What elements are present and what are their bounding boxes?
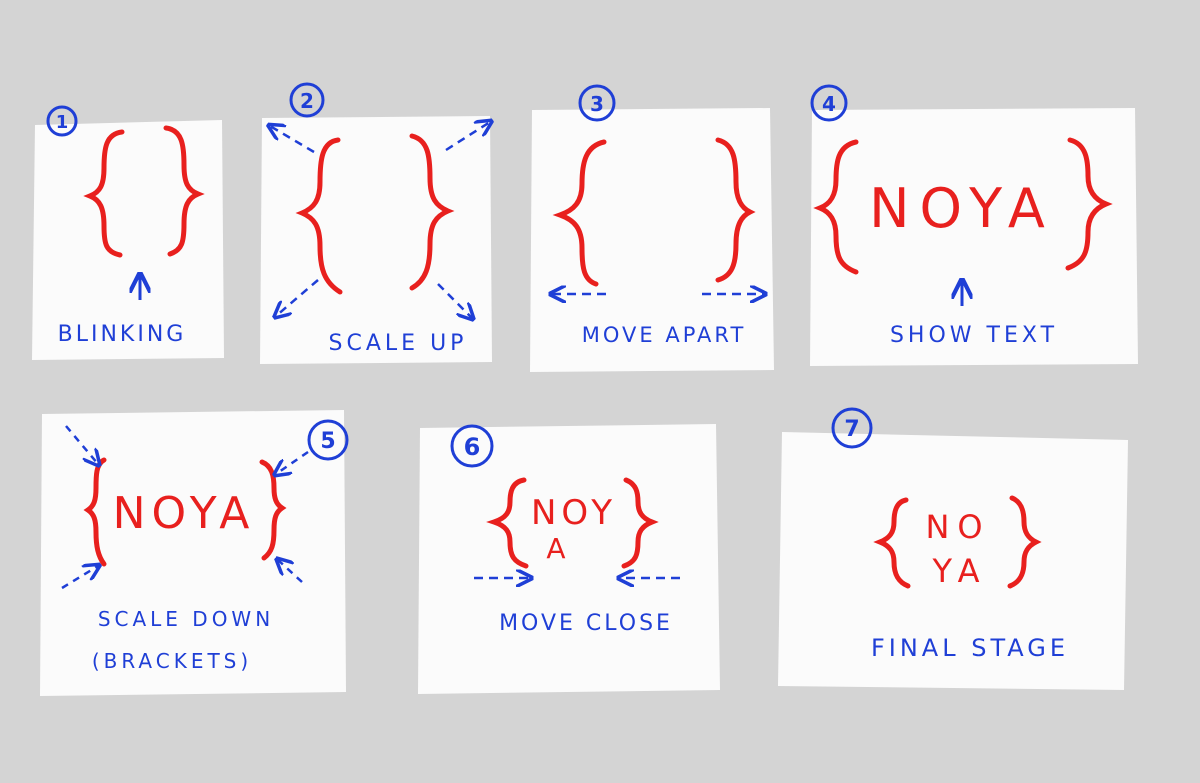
panel-card xyxy=(260,116,492,364)
caption: SHOW TEXT xyxy=(890,323,1058,348)
step-number: 7 xyxy=(844,417,859,442)
arrow-in-top-left xyxy=(65,425,98,464)
panel-1: 1 BLINKING xyxy=(32,105,224,360)
panel-7: 7 NO YA FINAL STAGE xyxy=(778,407,1128,690)
panel-card xyxy=(810,108,1138,366)
noya-text-line-1: NOY xyxy=(531,493,617,533)
right-curly-bracket xyxy=(409,133,455,291)
right-curly-bracket xyxy=(1065,137,1113,271)
arrow-up-right xyxy=(445,122,490,152)
step-number-circle xyxy=(578,84,616,122)
noya-text: NOYA xyxy=(113,488,256,539)
panel-card xyxy=(778,432,1128,690)
panel-card xyxy=(530,108,774,372)
left-curly-bracket xyxy=(552,139,607,287)
arrow-up-left xyxy=(270,126,315,154)
noya-text-line-1: NO xyxy=(925,508,990,546)
step-number-circle xyxy=(831,407,873,449)
caption: MOVE CLOSE xyxy=(499,611,673,636)
left-curly-bracket xyxy=(83,129,125,258)
noya-text-line-2: A xyxy=(546,532,565,565)
caption: BLINKING xyxy=(58,322,187,347)
step-number: 4 xyxy=(822,92,836,116)
panel-card xyxy=(418,424,720,694)
arrow-in-bottom-right xyxy=(278,560,303,583)
right-curly-bracket xyxy=(715,137,756,283)
step-number: 1 xyxy=(56,112,69,133)
step-number: 5 xyxy=(320,429,335,454)
step-number: 6 xyxy=(464,433,481,461)
right-curly-bracket xyxy=(1007,495,1042,589)
right-curly-bracket xyxy=(621,477,659,569)
caption: MOVE APART xyxy=(582,323,747,347)
step-number-circle xyxy=(450,424,494,468)
left-curly-bracket xyxy=(83,457,107,567)
noya-text-line-2: YA xyxy=(932,552,988,590)
arrow-in-top-right xyxy=(276,450,309,474)
step-number-circle xyxy=(289,82,325,118)
caption-line-2: (BRACKETS) xyxy=(92,649,252,673)
right-curly-bracket xyxy=(163,125,205,257)
step-number-circle xyxy=(810,84,848,122)
panel-5: 5 NOYA SCALE DOWN (BRACKETS) xyxy=(40,410,349,696)
panel-card xyxy=(40,410,346,696)
left-curly-bracket xyxy=(873,497,911,589)
step-number-circle xyxy=(46,105,78,137)
left-curly-bracket xyxy=(295,137,343,295)
left-curly-bracket xyxy=(813,139,859,275)
panel-card xyxy=(32,120,224,360)
noya-text: NOYA xyxy=(869,177,1055,240)
caption: SCALE DOWN xyxy=(98,607,274,631)
caption: SCALE UP xyxy=(329,331,468,356)
left-curly-bracket xyxy=(486,477,529,569)
step-number-circle xyxy=(307,419,349,461)
step-number: 3 xyxy=(590,92,604,116)
caption: FINAL STAGE xyxy=(871,634,1069,662)
panel-2: 2 SCALE UP xyxy=(260,82,492,364)
step-number: 2 xyxy=(300,89,314,113)
panel-3: 3 MOVE APART xyxy=(530,84,774,372)
panel-6: 6 NOY A MOVE CLOSE xyxy=(418,424,720,694)
panel-4: 4 NOYA SHOW TEXT xyxy=(810,84,1138,366)
arrow-down-left xyxy=(276,279,319,316)
